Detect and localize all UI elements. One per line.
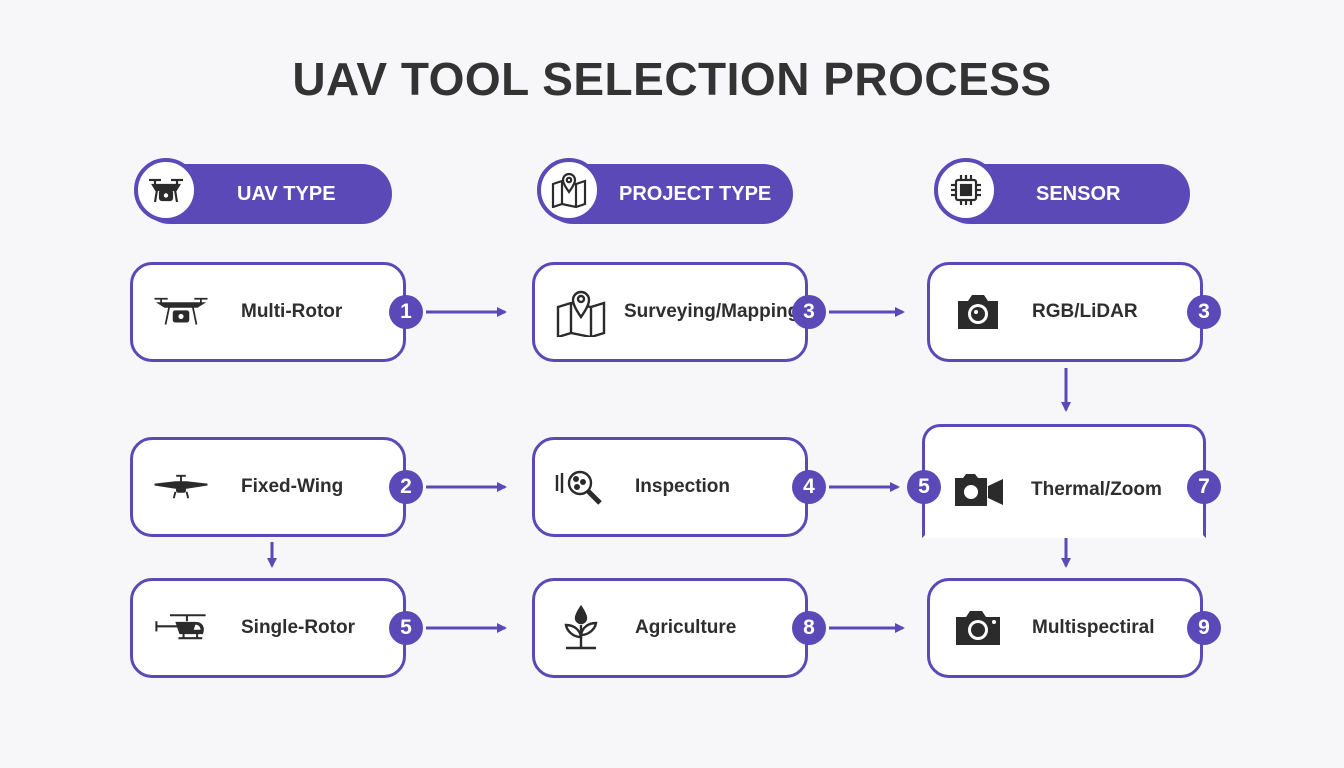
card-label: RGB/LiDAR bbox=[1032, 301, 1138, 322]
card-rgb-lidar[interactable]: RGB/LiDAR bbox=[927, 262, 1203, 362]
card-label: Thermal/Zoom bbox=[1031, 479, 1162, 500]
header-label: PROJECT TYPE bbox=[619, 183, 772, 205]
card-single-rotor[interactable]: Single-Rotor bbox=[130, 578, 406, 678]
card-multispectral[interactable]: Multispectiral bbox=[927, 578, 1203, 678]
card-label: Agriculture bbox=[635, 617, 737, 638]
fixed-wing-plane-icon bbox=[153, 462, 209, 512]
card-thermal-zoom[interactable]: Thermal/Zoom bbox=[922, 424, 1206, 538]
step-badge: 7 bbox=[1187, 470, 1221, 504]
header-label: SENSOR bbox=[1036, 183, 1121, 205]
helicopter-icon bbox=[153, 603, 209, 653]
step-badge: 3 bbox=[1187, 295, 1221, 329]
page-title: UAV TOOL SELECTION PROCESS bbox=[292, 53, 1052, 105]
step-badge: 2 bbox=[389, 470, 423, 504]
map-pin-icon bbox=[553, 287, 609, 337]
step-badge: 5 bbox=[389, 611, 423, 645]
step-badge: 3 bbox=[792, 295, 826, 329]
step-badge: 9 bbox=[1187, 611, 1221, 645]
card-inspection[interactable]: Inspection bbox=[532, 437, 808, 537]
camera-icon bbox=[950, 287, 1006, 337]
step-badge-left: 5 bbox=[907, 470, 941, 504]
multi-rotor-drone-icon bbox=[153, 287, 209, 337]
card-multi-rotor[interactable]: Multi-Rotor bbox=[130, 262, 406, 362]
step-badge: 1 bbox=[389, 295, 423, 329]
magnifier-icon bbox=[553, 462, 609, 512]
card-surveying-mapping[interactable]: Surveying/Mapping bbox=[532, 262, 808, 362]
card-label: Single-Rotor bbox=[241, 617, 355, 638]
video-camera-icon bbox=[951, 465, 1007, 515]
header-label: UAV TYPE bbox=[237, 183, 336, 205]
card-label: Surveying/Mapping bbox=[624, 301, 800, 322]
sprout-icon bbox=[553, 603, 609, 653]
card-label: Inspection bbox=[635, 476, 731, 497]
map-pin-icon bbox=[537, 158, 601, 222]
card-fixed-wing[interactable]: Fixed-Wing bbox=[130, 437, 406, 537]
card-label: Multi-Rotor bbox=[241, 301, 343, 322]
header-sensor: SENSOR bbox=[934, 158, 1190, 224]
step-badge: 8 bbox=[792, 611, 826, 645]
header-uav-type: UAV TYPE bbox=[134, 158, 392, 224]
card-label: Multispectiral bbox=[1032, 617, 1155, 638]
step-badge: 4 bbox=[792, 470, 826, 504]
header-project-type: PROJECT TYPE bbox=[537, 158, 793, 224]
card-agriculture[interactable]: Agriculture bbox=[532, 578, 808, 678]
drone-icon bbox=[134, 158, 198, 222]
chip-sensor-icon bbox=[934, 158, 998, 222]
camera-icon bbox=[950, 603, 1006, 653]
card-label: Fixed-Wing bbox=[241, 476, 344, 497]
